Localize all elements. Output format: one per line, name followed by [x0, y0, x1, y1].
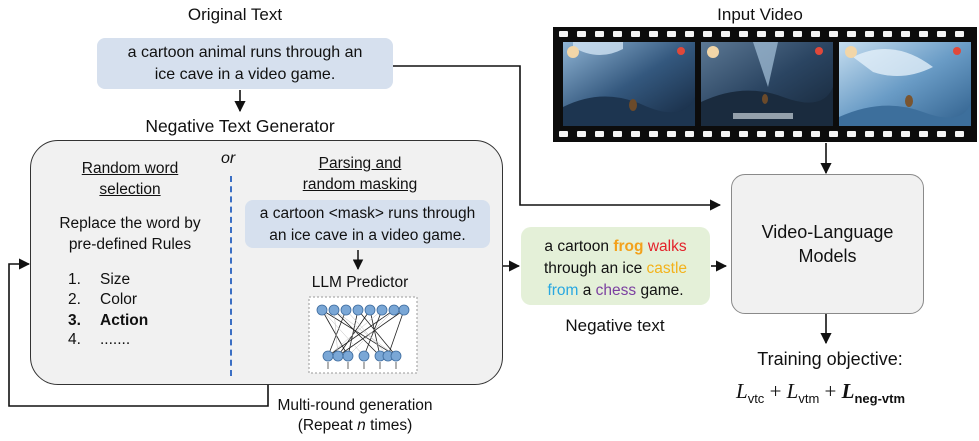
loss-neg-vtm-symbol: L	[841, 379, 855, 403]
rule-text-4: .......	[100, 331, 131, 348]
rule-text-2: Color	[100, 291, 138, 308]
plus-2: +	[824, 379, 837, 403]
masked-text-line2: an ice cave in a video game.	[269, 227, 466, 244]
rule-text-3: Action	[100, 312, 149, 329]
loss-neg-vtm-sub: neg-vtm	[854, 391, 906, 407]
negative-text-line1: a cartoon frog walks	[521, 236, 710, 258]
film-strip	[553, 27, 977, 142]
neg-word-chess: chess	[595, 282, 637, 299]
original-text-box: a cartoon animal runs through an ice cav…	[97, 38, 393, 89]
llm-predictor-label: LLM Predictor	[311, 274, 409, 291]
random-desc-line1: Replace the word by	[59, 215, 201, 232]
vlm-line1: Video-Language	[761, 222, 894, 242]
masked-text-line1: a cartoon <mask> runs through	[259, 205, 476, 222]
rule-num-3: 3.	[68, 312, 81, 329]
loss-vtc-sub: vtc	[747, 391, 765, 407]
training-objective-title: Training objective:	[757, 349, 903, 369]
original-text-line1: a cartoon animal runs through an	[127, 44, 363, 61]
original-text-line2: ice cave in a video game.	[154, 66, 336, 83]
video-frame-2	[701, 42, 833, 126]
loss-vtm-sub: vtm	[798, 391, 820, 407]
multi-round-line2: (Repeat n times)	[255, 417, 455, 435]
plus-1: +	[769, 379, 782, 403]
neg-part-1: a cartoon	[544, 238, 614, 255]
training-objective-formula: Lvtc + Lvtm + Lneg-vtm	[736, 379, 976, 406]
original-text-title: Original Text	[187, 5, 283, 24]
neural-network-icon	[308, 296, 418, 374]
neg-part-a: a	[578, 282, 596, 299]
sprocket-holes-top	[559, 31, 964, 37]
multi-round-line1: Multi-round generation	[277, 397, 433, 414]
neg-word-frog: frog	[613, 238, 644, 255]
random-desc-line2: pre-defined Rules	[68, 236, 192, 253]
repeat-suffix: times)	[365, 417, 413, 434]
neg-part-game: game.	[636, 282, 684, 299]
neg-word-from: from	[547, 282, 579, 299]
rule-num-2: 2.	[68, 291, 81, 308]
parsing-heading-line1: Parsing and	[318, 155, 402, 172]
video-language-models-box: Video-Language Models	[731, 174, 924, 314]
loss-vtm-symbol: L	[786, 379, 799, 403]
video-frame-1	[563, 42, 695, 126]
generator-title: Negative Text Generator	[145, 116, 335, 136]
rule-num-4: 4.	[68, 331, 81, 348]
video-frame-3	[839, 42, 971, 126]
input-video-title: Input Video	[717, 5, 803, 24]
repeat-n: n	[357, 417, 366, 434]
loss-vtc-symbol: L	[736, 379, 748, 403]
negative-text-line2: through an ice castle	[521, 258, 710, 280]
negative-text-label: Negative text	[565, 316, 665, 335]
arrow-original-to-vlm	[393, 65, 722, 211]
negative-text-line3: from a chess game.	[521, 280, 710, 302]
negative-text-box: a cartoon frog walks through an ice cast…	[521, 227, 710, 305]
sprocket-holes-bottom	[559, 131, 964, 137]
neg-word-castle: castle	[646, 260, 688, 277]
dashed-divider	[230, 176, 232, 376]
parsing-heading-line2: random masking	[302, 176, 418, 193]
repeat-prefix: (Repeat	[297, 417, 358, 434]
rule-text-1: Size	[100, 271, 131, 288]
neg-word-walks: walks	[647, 238, 687, 255]
vlm-line2: Models	[798, 246, 857, 266]
negative-text-generator-box	[30, 140, 503, 385]
arrow-multi-round-loop	[8, 258, 269, 407]
random-heading-line1: Random word	[81, 160, 179, 177]
masked-text-box: a cartoon <mask> runs through an ice cav…	[245, 200, 490, 248]
or-label: or	[221, 150, 236, 167]
neg-part-through: through an ice	[543, 260, 647, 277]
random-heading-line2: selection	[99, 181, 161, 198]
rule-num-1: 1.	[68, 271, 81, 288]
